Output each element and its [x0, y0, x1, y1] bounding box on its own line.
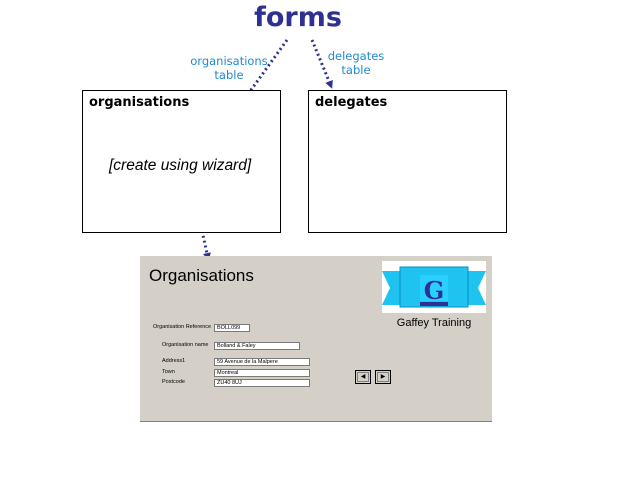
address1-label: Address1	[162, 358, 186, 364]
arrow-to-delegates	[310, 39, 333, 89]
org-name-field[interactable]: Bolland & Faley	[214, 342, 300, 350]
organisations-table-box: organisations [create using wizard]	[82, 90, 281, 233]
note-line: table	[214, 68, 244, 82]
address1-field[interactable]: 59 Avenue de la Malpere	[214, 358, 310, 366]
gaffey-logo: G	[382, 261, 486, 313]
org-name-label: Organisation name	[162, 342, 209, 348]
form-heading: Organisations	[149, 266, 254, 285]
note-line: organisations	[190, 54, 268, 68]
logo-letter: G	[424, 276, 445, 305]
arrow-to-organisations	[236, 39, 289, 111]
page-title: forms	[254, 2, 342, 33]
wizard-instruction: [create using wizard]	[109, 157, 252, 174]
town-field[interactable]: Montreal	[214, 369, 310, 377]
delegates-table-box: delegates	[308, 90, 507, 233]
previous-record-button[interactable]: ◀	[355, 370, 371, 384]
delegates-table-note: delegates table	[316, 49, 396, 77]
organisations-box-label: organisations	[89, 95, 190, 110]
next-record-button[interactable]: ▶	[375, 370, 391, 384]
right-triangle-icon: ▶	[380, 373, 386, 380]
org-reference-field[interactable]: BOLL099	[214, 324, 250, 332]
left-triangle-icon: ◀	[360, 373, 366, 380]
logo-graphic: G	[382, 266, 486, 308]
postcode-field[interactable]: ZU40 8UJ	[214, 379, 310, 387]
note-line: delegates	[327, 49, 385, 63]
note-line: table	[341, 63, 371, 77]
organisations-table-note: organisations table	[185, 54, 273, 82]
postcode-label: Postcode	[162, 379, 185, 385]
org-reference-label: Organisation Reference	[153, 324, 212, 330]
delegates-box-label: delegates	[315, 95, 388, 110]
logo-caption: Gaffey Training	[396, 317, 472, 329]
organisations-form-screenshot: Organisations G Gaffey Training Organisa…	[140, 256, 492, 422]
town-label: Town	[162, 369, 175, 375]
